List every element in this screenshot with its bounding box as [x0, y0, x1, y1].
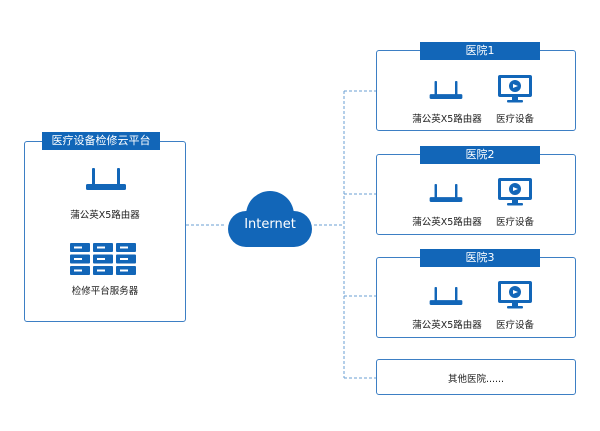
cloud-icon [228, 191, 312, 247]
router-icon [429, 81, 463, 99]
hospital-3-panel [376, 257, 576, 338]
hospital-1-panel [376, 50, 576, 131]
router-icon [429, 184, 463, 202]
hospital-1-title: 医院1 [420, 42, 540, 60]
hospital-3-router-label: 蒲公英X5路由器 [412, 320, 482, 331]
hospital-2-device-label: 医疗设备 [495, 217, 534, 228]
platform-title: 医疗设备检修云平台 [42, 132, 160, 150]
router-icon [86, 168, 126, 190]
hospital-3-title: 医院3 [420, 249, 540, 267]
server-rack-icon [70, 243, 136, 275]
monitor-icon [498, 281, 532, 309]
router-icon [429, 287, 463, 305]
platform-server-label: 检修平台服务器 [71, 286, 139, 297]
other-hospitals-label: 其他医院...... [447, 374, 505, 385]
other-hospitals-panel [376, 359, 576, 395]
monitor-icon [498, 75, 532, 103]
monitor-icon [498, 178, 532, 206]
hospital-1-device-label: 医疗设备 [495, 114, 534, 125]
internet-label: Internet [244, 217, 296, 232]
hospital-2-router-label: 蒲公英X5路由器 [412, 217, 482, 228]
hospital-3-device-label: 医疗设备 [495, 320, 534, 331]
platform-router-label: 蒲公英X5路由器 [70, 210, 140, 221]
hospital-2-title: 医院2 [420, 146, 540, 164]
platform-panel [24, 141, 186, 322]
hospital-1-router-label: 蒲公英X5路由器 [412, 114, 482, 125]
